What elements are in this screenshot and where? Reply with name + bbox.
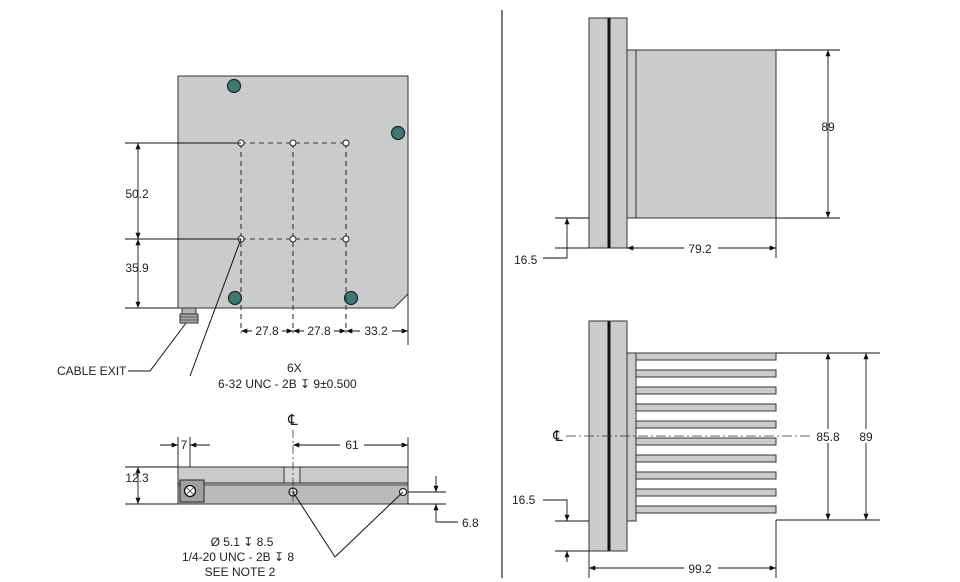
heatsink-fin <box>635 386 777 395</box>
mount-hole-top-left <box>226 78 242 94</box>
front-view: ℄ 7 61 12.3 6.8 Ø 5.1 ↧ 8.5 1/4-20 UNC -… <box>125 412 479 579</box>
dim-99-2: 99.2 <box>688 562 712 576</box>
front-hole-note-line1: Ø 5.1 ↧ 8.5 <box>211 535 274 549</box>
dim-61: 61 <box>345 438 359 452</box>
dim-16-5-bottom: 16.5 <box>512 493 536 507</box>
dim-12-3: 12.3 <box>125 471 149 485</box>
dim-27-8-a: 27.8 <box>255 324 279 338</box>
mount-hole-bottom-right <box>343 290 359 306</box>
front-hole-note-line3: SEE NOTE 2 <box>205 565 276 579</box>
side-view-top: 89 16.5 79.2 <box>514 17 840 267</box>
tapped-hole <box>342 235 350 243</box>
top-view: 50.2 35.9 27.8 27.8 33.2 CABLE EXIT 6X 6… <box>57 75 409 391</box>
hole-note-spec: 6-32 UNC - 2B ↧ 9±0.500 <box>218 377 357 391</box>
tapped-hole <box>342 139 350 147</box>
dim-33-2: 33.2 <box>364 324 388 338</box>
mount-hole-bottom-left <box>227 290 243 306</box>
heatsink-fin <box>635 420 777 429</box>
side-view-bottom: ℄ 85.8 89 16.5 99.2 <box>512 320 880 578</box>
heatsink-fin <box>635 505 777 514</box>
dim-35-9: 35.9 <box>125 261 149 275</box>
centerline-symbol-side: ℄ <box>552 428 563 445</box>
heatsink-fin <box>635 454 777 463</box>
dim-79-2: 79.2 <box>688 242 712 256</box>
heatsink-fin <box>635 369 777 378</box>
heatsink-fin <box>635 437 777 446</box>
dim-50-2: 50.2 <box>125 187 149 201</box>
heatsink-fin <box>635 352 777 361</box>
cable-gland <box>179 307 199 324</box>
dim-7: 7 <box>181 438 188 452</box>
side-top-body <box>635 49 777 219</box>
dim-89-top: 89 <box>821 120 835 134</box>
dim-6-8: 6.8 <box>462 516 479 530</box>
tapped-hole <box>289 235 297 243</box>
centerline-symbol-front: ℄ <box>287 412 298 429</box>
hole-note-count: 6X <box>287 361 302 375</box>
mount-hole-right <box>390 125 406 141</box>
dim-16-5-top: 16.5 <box>514 253 538 267</box>
dim-27-8-b: 27.8 <box>307 324 331 338</box>
tapped-hole <box>289 139 297 147</box>
dim-89-bottom: 89 <box>859 430 873 444</box>
dim-85-8: 85.8 <box>816 430 840 444</box>
heatsink-fin <box>635 403 777 412</box>
heatsink-fin <box>635 471 777 480</box>
cable-exit-label: CABLE EXIT <box>57 364 127 378</box>
front-hole-note-line2: 1/4-20 UNC - 2B ↧ 8 <box>182 550 294 564</box>
heatsink-fin <box>635 488 777 497</box>
heatsink-fins <box>635 352 777 514</box>
